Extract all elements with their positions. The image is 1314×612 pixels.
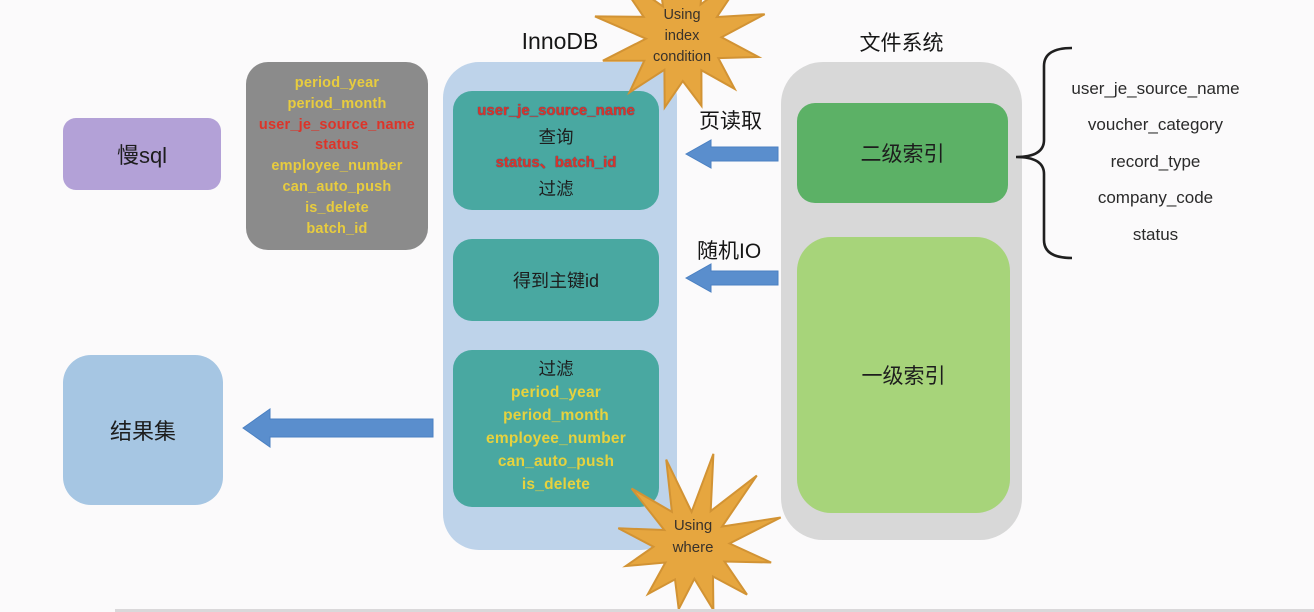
text-line: status xyxy=(1132,224,1179,244)
text-line: is_delete xyxy=(521,476,591,493)
text-line: status、batch_id xyxy=(495,154,617,171)
text-line: where xyxy=(672,539,714,556)
text-line: 查询 xyxy=(538,127,574,147)
slow-sql-label: 慢sql xyxy=(116,143,168,168)
text-line: Using xyxy=(663,7,701,23)
primary-index-box: 一级索引 xyxy=(797,237,1010,513)
index-query-filter-box: user_je_source_name 查询 status、batch_id 过滤 xyxy=(453,91,659,210)
innodb-title: InnoDB xyxy=(521,28,599,54)
text-line: Using xyxy=(673,517,713,534)
using-index-condition-label: Using index condition xyxy=(612,5,752,68)
result-arrow xyxy=(242,408,434,448)
text-line: employee_number xyxy=(486,430,626,447)
secondary-index-box: 二级索引 xyxy=(797,103,1008,203)
text-line: can_auto_push xyxy=(497,453,615,470)
text-line: index xyxy=(664,28,700,44)
text-line: period_month xyxy=(287,95,387,112)
text-line: user_je_source_name xyxy=(258,116,416,133)
result-set-box: 结果集 xyxy=(63,355,223,505)
text-line: can_auto_push xyxy=(282,178,392,195)
primary-key-box: 得到主键id xyxy=(453,239,659,321)
text-line: condition xyxy=(652,49,712,65)
text-line: is_delete xyxy=(305,199,369,216)
primary-index-label: 一级索引 xyxy=(861,365,946,388)
using-where-label: Using where xyxy=(623,515,763,559)
text-line: user_je_source_name xyxy=(477,102,635,119)
text-line: company_code xyxy=(1097,188,1214,208)
file-system-title: 文件系统 xyxy=(859,32,944,55)
text-line: period_year xyxy=(510,384,602,401)
text-line: record_type xyxy=(1110,151,1201,171)
primary-key-label: 得到主键id xyxy=(512,271,599,291)
text-line: employee_number xyxy=(271,158,403,175)
text-line: batch_id xyxy=(306,220,368,237)
secondary-index-label: 二级索引 xyxy=(860,143,945,166)
text-line: voucher_category xyxy=(1087,115,1224,135)
random-io-arrow xyxy=(684,263,779,293)
random-io-label: 随机IO xyxy=(697,240,762,263)
result-set-label: 结果集 xyxy=(109,419,176,444)
slow-sql-box: 慢sql xyxy=(63,118,221,190)
page-read-label: 页读取 xyxy=(699,110,762,133)
where-filter-box: 过滤 period_year period_month employee_number… xyxy=(453,350,659,507)
page-read-arrow xyxy=(684,139,779,169)
text-line: 过滤 xyxy=(538,359,574,379)
text-line: user_je_source_name xyxy=(1071,79,1240,98)
text-line: period_year xyxy=(294,75,380,91)
text-line: 过滤 xyxy=(538,179,574,199)
query-fields-box: period_year period_month user_je_source_na… xyxy=(246,62,428,250)
text-line: period_month xyxy=(503,407,609,424)
text-line: status xyxy=(315,137,359,154)
